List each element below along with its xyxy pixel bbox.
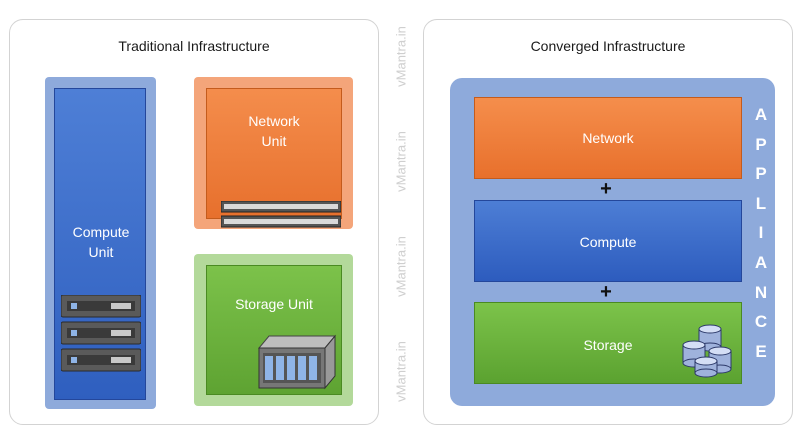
appliance-letter: N [754, 282, 768, 302]
storage-block: Storage [474, 302, 742, 384]
network-unit-block: Network Unit [206, 88, 342, 228]
server-rack-icon [61, 295, 141, 372]
network-block: Network [474, 97, 742, 179]
appliance-label: A P P L I A N C E [752, 100, 770, 366]
watermark-text: vMantra.in [393, 236, 409, 297]
watermark-column: vMantra.in vMantra.in vMantra.in vMantra… [381, 19, 421, 425]
storage-array-icon [257, 334, 337, 390]
compute-unit-block: Compute Unit [54, 88, 146, 400]
appliance-letter: A [754, 252, 768, 272]
traditional-title: Traditional Infrastructure [118, 38, 270, 54]
database-stack-icon [682, 324, 732, 378]
appliance-letter: C [754, 312, 768, 332]
compute-unit-label: Compute Unit [72, 224, 130, 260]
traditional-infrastructure-panel: Traditional Infrastructure Compute Unit [9, 19, 379, 425]
appliance-letter: P [755, 164, 767, 184]
plus-sign: + [600, 281, 612, 303]
compute-block: Compute [474, 200, 742, 282]
network-switch-icon [221, 201, 341, 228]
watermark-text: vMantra.in [393, 131, 409, 192]
watermark-text: vMantra.in [393, 341, 409, 402]
network-unit-label: Network Unit [248, 113, 300, 149]
watermark-text: vMantra.in [393, 26, 409, 87]
plus-sign: + [600, 178, 612, 200]
converged-infrastructure-panel: Converged Infrastructure Network + Compu… [423, 19, 793, 425]
appliance-letter: L [755, 193, 767, 213]
appliance-letter: P [755, 134, 767, 154]
network-label: Network [582, 130, 634, 146]
storage-unit-label: Storage Unit [235, 296, 313, 312]
storage-label: Storage [583, 337, 633, 353]
appliance-letter: E [755, 341, 767, 361]
appliance-letter: I [758, 223, 764, 243]
converged-title: Converged Infrastructure [530, 38, 686, 54]
appliance-letter: A [754, 105, 768, 124]
compute-label: Compute [579, 234, 637, 250]
storage-unit-block: Storage Unit [206, 265, 342, 395]
